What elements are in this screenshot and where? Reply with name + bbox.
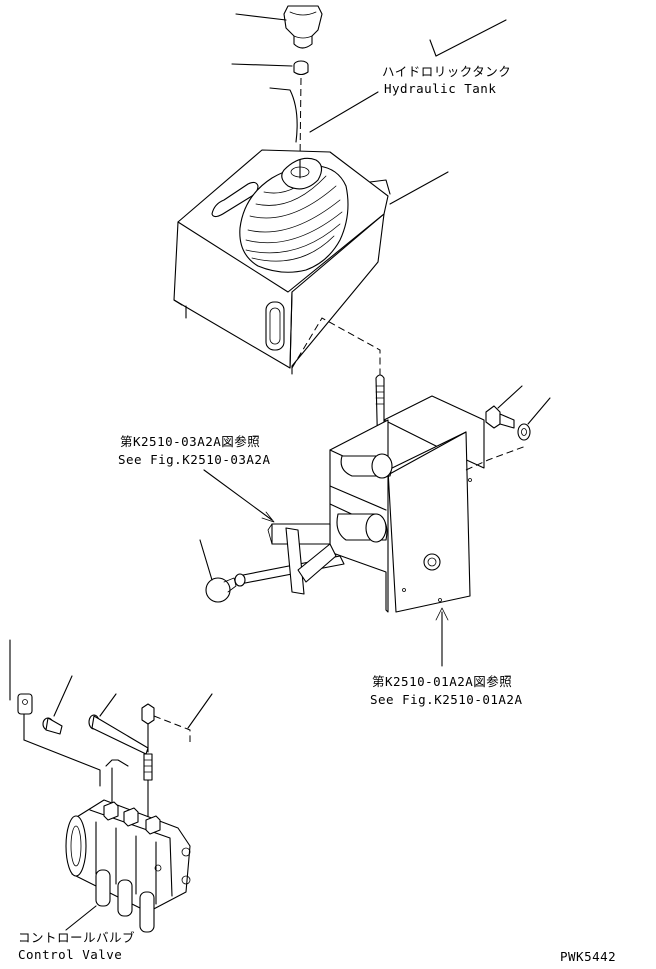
ref-label-b: 第K2510-01A2A図参照 See Fig.K2510-01A2A bbox=[370, 607, 523, 707]
washer-right bbox=[517, 397, 551, 441]
ref-b-en: See Fig.K2510-01A2A bbox=[370, 692, 523, 707]
lever-axis bbox=[299, 77, 302, 161]
dust-boot bbox=[239, 157, 349, 273]
valve-leaders bbox=[23, 693, 213, 831]
pin-small bbox=[42, 675, 73, 735]
control-valve-label: コントロールバルブ Control Valve bbox=[18, 905, 135, 962]
tank-leader-right bbox=[389, 171, 449, 205]
cross-shaft bbox=[234, 523, 345, 595]
control-valve bbox=[65, 799, 191, 933]
control-valve-en: Control Valve bbox=[18, 947, 122, 962]
ref-b-jp: 第K2510-01A2A図参照 bbox=[372, 674, 512, 689]
stud bbox=[143, 753, 153, 781]
nut bbox=[231, 60, 309, 76]
bolt-long bbox=[88, 693, 149, 755]
ref-label-a: 第K2510-03A2A図参照 See Fig.K2510-03A2A bbox=[118, 434, 275, 523]
tank-to-lever-dash bbox=[291, 317, 381, 378]
boot-leader bbox=[269, 87, 298, 143]
control-valve-jp: コントロールバルブ bbox=[18, 930, 135, 945]
knob-round bbox=[199, 539, 237, 603]
drawing-number: PWK5442 bbox=[560, 949, 616, 964]
bolt-right bbox=[485, 385, 523, 429]
lever-knob bbox=[235, 5, 323, 49]
nut-small bbox=[141, 703, 155, 753]
clevis-small bbox=[9, 639, 33, 741]
lever-bracket bbox=[329, 395, 527, 613]
hydraulic-tank-jp: ハイドロリックタンク bbox=[382, 64, 511, 79]
hydraulic-tank-en: Hydraulic Tank bbox=[384, 81, 496, 96]
hydraulic-tank-label: ハイドロリックタンク Hydraulic Tank bbox=[309, 19, 511, 133]
ref-a-jp: 第K2510-03A2A図参照 bbox=[120, 434, 260, 449]
ref-a-en: See Fig.K2510-03A2A bbox=[118, 452, 271, 467]
